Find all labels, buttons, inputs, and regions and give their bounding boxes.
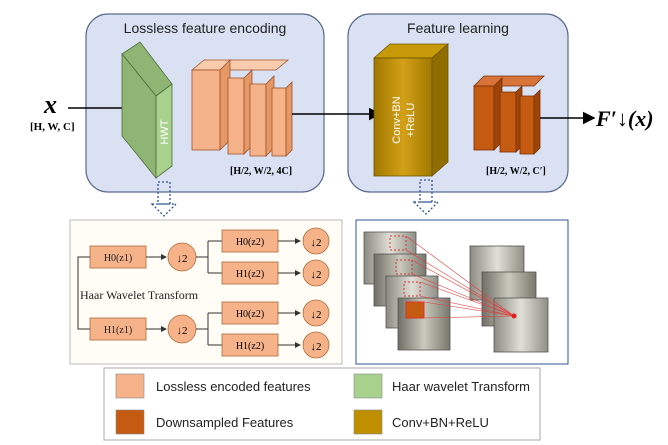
downsample-label-2: ↓2 xyxy=(177,325,188,337)
downsample-label-5: ↓2 xyxy=(311,309,322,321)
downsample-circle-6 xyxy=(302,331,330,359)
detail-connector-right xyxy=(412,179,440,215)
learning-panel-title: Feature learning xyxy=(407,20,509,36)
receptive-field-lines xyxy=(405,235,515,319)
legend-swatch-conv xyxy=(353,409,383,435)
filter-h1-z2-a-label: H1(z2) xyxy=(236,269,264,280)
downsample-label-4: ↓2 xyxy=(311,269,322,281)
legend-box xyxy=(103,367,541,441)
downsample-label-6: ↓2 xyxy=(311,341,322,353)
filter-h0-z2-a-label: H0(z2) xyxy=(236,237,264,248)
downsample-label-1: ↓2 xyxy=(177,253,188,265)
conv-label-line2: +ReLU xyxy=(405,103,417,138)
legend-swatch-downsampled xyxy=(115,409,145,435)
legend-label-encoded: Lossless encoded features xyxy=(156,379,311,394)
haar-input-branch xyxy=(77,256,90,330)
downsample-label-3: ↓2 xyxy=(311,237,322,249)
downsample-circle-3 xyxy=(302,227,330,255)
downsampled-feature-stack xyxy=(473,75,545,155)
hwt-label: HWT xyxy=(159,119,171,144)
legend-label-hwt: Haar wavelet Transform xyxy=(392,379,530,394)
input-symbol: x xyxy=(43,90,57,119)
output-symbol: F′↓(x) xyxy=(595,106,654,131)
detail-connector-left xyxy=(150,181,178,217)
conv-block xyxy=(372,43,450,177)
input-shape: [H, W, C] xyxy=(30,121,75,133)
haar-panel-title: Haar Wavelet Transform xyxy=(80,288,199,302)
legend-swatch-encoded xyxy=(115,373,145,399)
filter-h1-z1-label: H1(z1) xyxy=(104,325,132,336)
legend-swatch-hwt xyxy=(353,373,383,399)
conv-label-line1: Conv+BN xyxy=(391,96,403,143)
legend-label-downsampled: Downsampled Features xyxy=(156,415,294,430)
filter-h0-z1-label: H0(z1) xyxy=(104,253,132,264)
downsampled-shape: [H/2, W/2, C′] xyxy=(486,166,546,177)
hwt-block xyxy=(121,41,173,180)
downsample-circle-4 xyxy=(302,259,330,287)
encoding-panel-title: Lossless feature encoding xyxy=(124,20,287,36)
output-pixel xyxy=(511,313,517,319)
filter-h0-z2-b-label: H0(z2) xyxy=(236,309,264,320)
output-feature-maps xyxy=(469,245,549,353)
encoded-shape: [H/2, W/2, 4C] xyxy=(230,166,292,177)
downsample-circle-5 xyxy=(302,299,330,327)
encoded-feature-stack xyxy=(190,59,293,157)
legend-label-conv: Conv+BN+ReLU xyxy=(392,415,489,430)
filter-h1-z2-b-label: H1(z2) xyxy=(236,341,264,352)
